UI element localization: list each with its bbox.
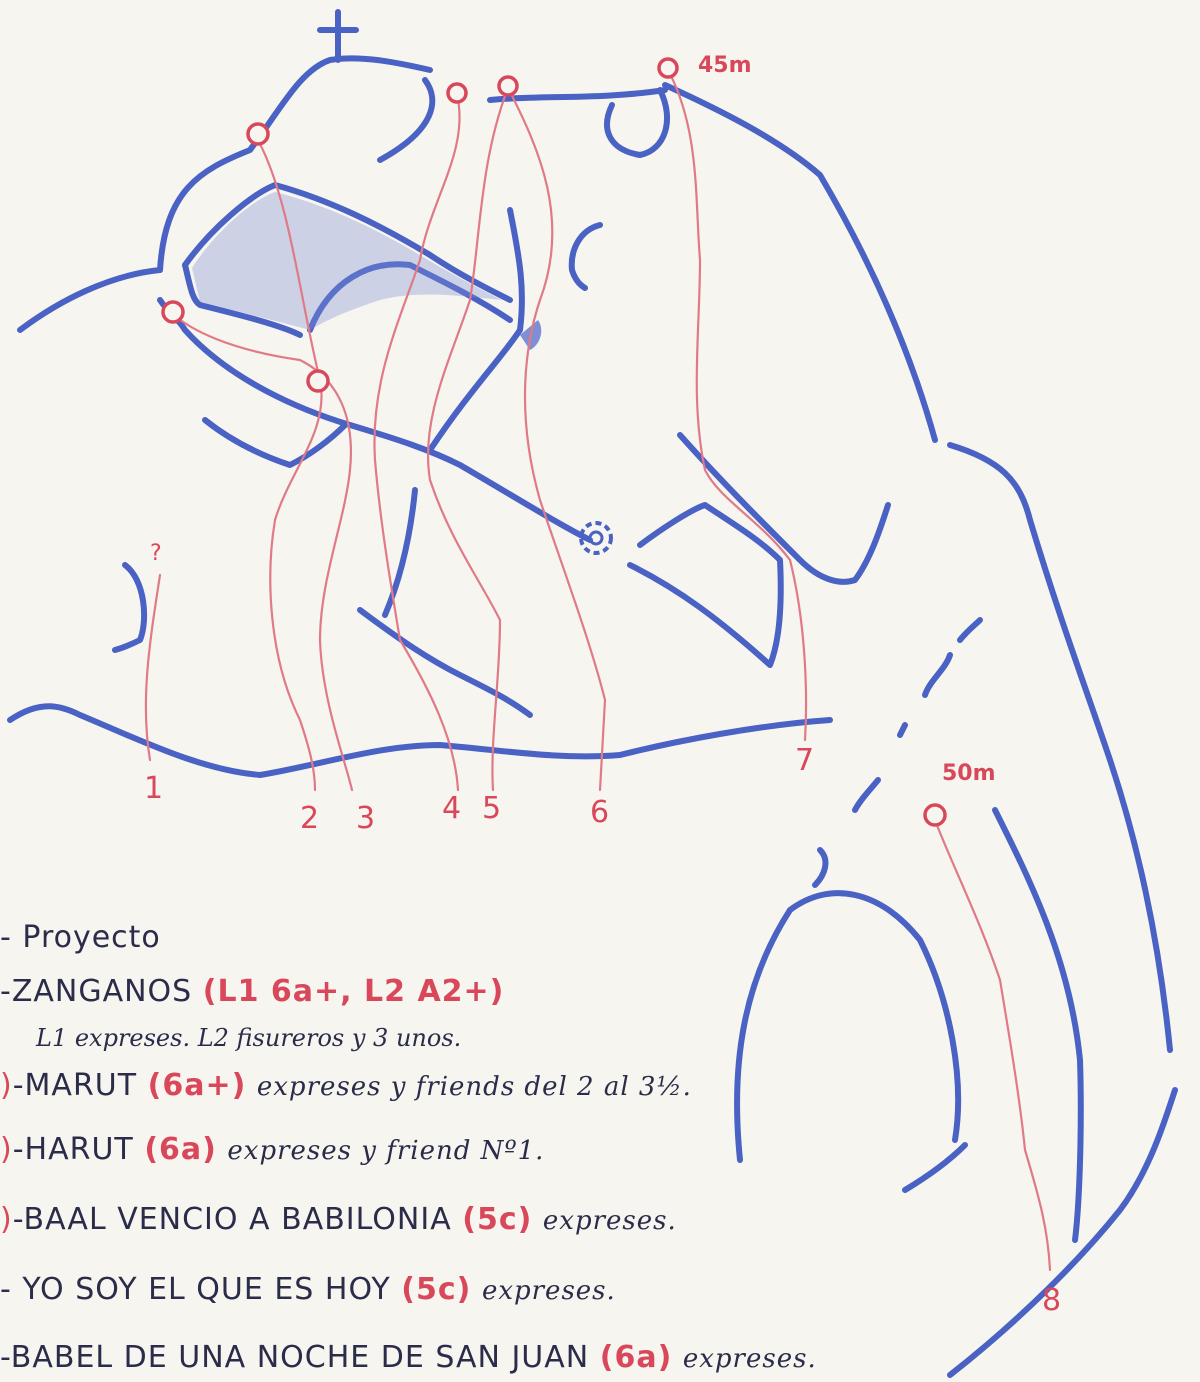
rock-bracket-top xyxy=(380,80,432,160)
legend-line-5: )-BAAL VENCIO A BABILONIA (5c) expreses. xyxy=(0,1202,677,1237)
legend-grade-6: (5c) xyxy=(401,1272,471,1307)
rock-lower-base xyxy=(905,1145,965,1190)
legend-grade-3: (6a+) xyxy=(148,1068,247,1103)
rock-gap-squiggle xyxy=(815,780,878,885)
rock-small-bracket xyxy=(572,225,600,288)
legend-name-5: BAAL VENCIO A BABILONIA xyxy=(23,1202,451,1237)
rock-outlines xyxy=(10,12,1175,1375)
route-number-1: 1 xyxy=(144,771,163,806)
legend-line-7: -BABEL DE UNA NOCHE DE SAN JUAN (6a) exp… xyxy=(0,1340,817,1375)
route-number-4: 4 xyxy=(442,791,461,826)
anchor-route-4 xyxy=(448,84,466,102)
legend-note-6: expreses. xyxy=(482,1276,616,1306)
route-line-1 xyxy=(146,575,160,760)
rock-lower-arch xyxy=(737,893,958,1160)
legend-grade-5: (5c) xyxy=(462,1202,532,1237)
rock-base-line xyxy=(10,706,830,775)
rock-lower-crack xyxy=(385,490,415,615)
route-number-7: 7 xyxy=(795,743,814,778)
legend-note-7: expreses. xyxy=(683,1344,817,1374)
route-number-8: 8 xyxy=(1042,1283,1061,1318)
legend-name-2: ZANGANOS xyxy=(12,974,192,1009)
legend-note-3: expreses y friends del 2 al 3½. xyxy=(257,1072,692,1102)
legend-grade-4: (6a) xyxy=(144,1132,217,1167)
legend-grade-7: (6a) xyxy=(600,1340,673,1375)
legend-name-3: MARUT xyxy=(25,1068,138,1103)
legend-line-3: )-MARUT (6a+) expreses y friends del 2 a… xyxy=(0,1068,692,1103)
route-number-5: 5 xyxy=(482,791,501,826)
rock-cross-symbol xyxy=(320,12,356,60)
anchor-mid xyxy=(308,371,328,391)
anchor-route-8 xyxy=(925,805,945,825)
route-line-4 xyxy=(374,95,459,790)
legend-name-6: YO SOY EL QUE ES HOY xyxy=(22,1272,390,1307)
distance-top: 45m xyxy=(698,53,752,78)
legend-grade-2: (L1 6a+, L2 A2+) xyxy=(203,974,505,1009)
rock-lower-slab xyxy=(360,610,530,715)
rock-mid-flake xyxy=(205,420,345,465)
question-mark: ? xyxy=(150,541,162,566)
anchor-route-2 xyxy=(248,124,268,144)
legend-name-7: BABEL DE UNA NOCHE DE SAN JUAN xyxy=(11,1340,589,1375)
rock-top-pocket xyxy=(607,90,667,155)
legend-line-2: -ZANGANOS (L1 6a+, L2 A2+) xyxy=(0,974,504,1009)
legend-name-4: HARUT xyxy=(25,1132,134,1167)
anchor-route-5-6 xyxy=(499,77,517,95)
anchor-route-3 xyxy=(163,302,183,322)
rock-block-outline xyxy=(630,505,781,665)
distance-right: 50m xyxy=(942,761,996,786)
legend-line-4: )-HARUT (6a) expreses y friend Nº1. xyxy=(0,1132,544,1167)
anchors xyxy=(163,59,945,825)
legend-line-6: - YO SOY EL QUE ES HOY (5c) expreses. xyxy=(0,1272,616,1307)
route-line-6 xyxy=(508,88,605,790)
rock-left-bracket xyxy=(115,565,144,650)
legend-note-4: expreses y friend Nº1. xyxy=(227,1136,544,1166)
rock-left-ridge xyxy=(20,270,160,330)
rock-right-squiggle xyxy=(900,620,980,735)
rock-bottom-right xyxy=(950,1090,1175,1375)
route-number-3: 3 xyxy=(356,801,375,836)
route-number-2: 2 xyxy=(300,801,319,836)
legend-subnote-2: L1 expreses. L2 fisureros y 3 unos. xyxy=(36,1024,461,1052)
legend-name-1: Proyecto xyxy=(22,920,160,955)
anchor-route-7 xyxy=(659,59,677,77)
legend-line-1: - Proyecto xyxy=(0,920,161,955)
route-number-6: 6 xyxy=(590,795,609,830)
rock-top-right-edge xyxy=(665,85,935,440)
legend-note-5: expreses. xyxy=(543,1206,677,1236)
